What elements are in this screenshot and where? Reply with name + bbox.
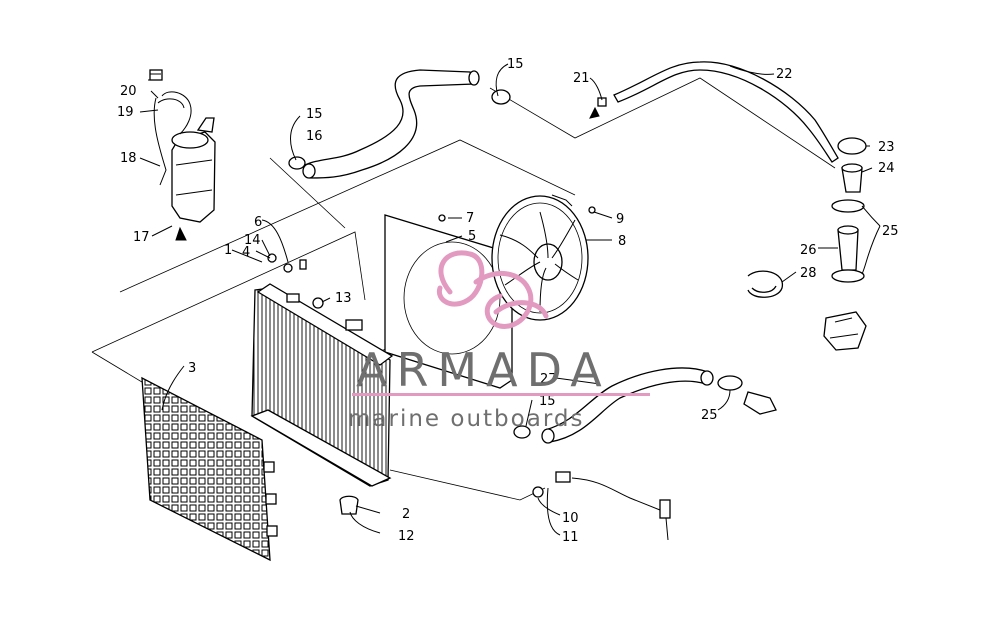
cooling-fan	[491, 194, 596, 321]
watermark-divider	[352, 393, 650, 396]
callout-21: 21	[573, 71, 590, 86]
upper-radiator-hose	[288, 69, 511, 179]
callout-5: 5	[468, 229, 476, 244]
callout-13: 13	[335, 291, 352, 306]
callout-15-upper-right: 15	[507, 57, 524, 72]
watermark-title: ARMADA	[356, 343, 611, 397]
callout-4: 4	[242, 245, 250, 260]
leader-lines	[139, 63, 881, 536]
callout-1: 1	[224, 243, 232, 258]
radiator	[250, 283, 394, 515]
callout-24: 24	[878, 161, 895, 176]
watermark: ARMADA marine outboards	[348, 250, 650, 432]
armada-logo	[436, 250, 549, 329]
callout-23: 23	[878, 140, 895, 155]
temperature-sensor	[532, 375, 777, 541]
callout-10: 10	[562, 511, 579, 526]
callout-6: 6	[254, 215, 262, 230]
callout-15-lower: 15	[539, 394, 556, 409]
callout-11: 11	[562, 530, 579, 545]
callout-28: 28	[800, 266, 817, 281]
radiator-screen	[141, 376, 278, 562]
callout-7: 7	[466, 211, 474, 226]
callout-17: 17	[133, 230, 150, 245]
assembly-outline	[91, 77, 836, 501]
lower-radiator-hose	[513, 367, 714, 444]
callout-14: 14	[244, 233, 261, 248]
callout-3: 3	[188, 361, 196, 376]
callout-22: 22	[776, 67, 793, 82]
callout-25-lower: 25	[701, 408, 718, 423]
callout-27: 27	[540, 372, 557, 387]
callout-labels: 1 2 3 4 5 6 7 8 9 10 11 12 13 14 15 15 1…	[117, 57, 899, 545]
callout-12: 12	[398, 529, 415, 544]
callout-16: 16	[306, 129, 323, 144]
callout-18: 18	[120, 151, 137, 166]
callout-19: 19	[117, 105, 134, 120]
callout-8: 8	[618, 234, 626, 249]
overflow-tube	[589, 61, 839, 163]
filler-neck-assembly	[747, 137, 867, 351]
callout-25-right: 25	[882, 224, 899, 239]
callout-9: 9	[616, 212, 624, 227]
watermark-subtitle: marine outboards	[348, 406, 584, 432]
callout-15-upper-left: 15	[306, 107, 323, 122]
callout-20: 20	[120, 84, 137, 99]
callout-2: 2	[402, 507, 410, 522]
overflow-bottle	[148, 69, 216, 241]
callout-26: 26	[800, 243, 817, 258]
